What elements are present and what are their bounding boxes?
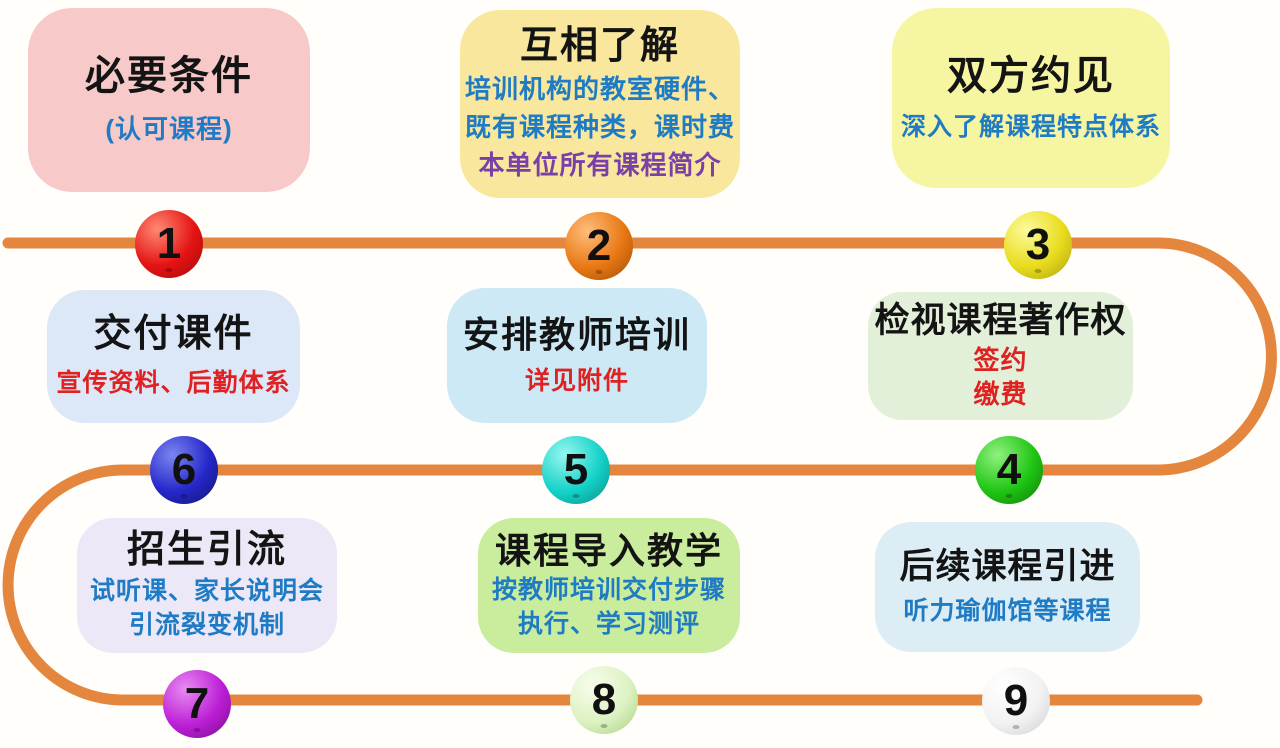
step-6-number: 6: [171, 445, 197, 494]
step-9-subtitle: 听力瑜伽馆等课程: [903, 596, 1112, 625]
step-box-6: 交付课件 宣传资料、后勤体系: [47, 290, 300, 423]
step-2-title: 互相了解: [519, 25, 680, 68]
step-marker-9: 9: [982, 667, 1050, 735]
snake-path-line: [2, 237, 1277, 706]
step-box-3: 双方约见 深入了解课程特点体系: [892, 8, 1170, 188]
step-8-subtitle-line-2: 执行、学习测评: [517, 610, 700, 639]
step-5-title: 安排教师培训: [462, 313, 691, 355]
step-6-title: 交付课件: [93, 313, 254, 356]
step-box-7: 招生引流 试听课、家长说明会 引流裂变机制: [77, 518, 337, 653]
step-marker-8: 8: [570, 666, 638, 734]
step-8-title: 课程导入教学: [494, 530, 723, 572]
step-marker-2: 2: [565, 212, 633, 280]
step-box-1: 必要条件 (认可课程): [28, 8, 310, 192]
step-4-number: 4: [996, 445, 1022, 494]
step-7-number: 7: [184, 679, 210, 728]
step-box-4: 检视课程著作权 签约 缴费: [868, 292, 1133, 420]
step-2-subtitle-line-2: 既有课程种类，课时费: [464, 111, 735, 142]
step-marker-1: 1: [135, 210, 203, 278]
step-4-title: 检视课程著作权: [874, 301, 1127, 341]
step-9-title: 后续课程引进: [899, 546, 1116, 586]
step-2-subtitle-line-3: 本单位所有课程简介: [478, 149, 722, 180]
step-3-title: 双方约见: [947, 53, 1115, 98]
step-3-subtitle: 深入了解课程特点体系: [900, 112, 1161, 141]
step-box-2: 互相了解 培训机构的教室硬件、 既有课程种类，课时费 本单位所有课程简介: [460, 10, 740, 198]
step-8-number: 8: [591, 675, 617, 724]
step-marker-6: 6: [150, 436, 218, 504]
step-1-number: 1: [156, 219, 182, 268]
step-2-subtitle-line-1: 培训机构的教室硬件、: [464, 74, 735, 105]
step-7-title: 招生引流: [126, 529, 287, 572]
step-marker-4: 4: [975, 436, 1043, 504]
step-1-title: 必要条件: [85, 54, 253, 99]
step-marker-5: 5: [542, 436, 610, 504]
step-7-subtitle-line-2: 引流裂变机制: [128, 611, 285, 640]
step-1-subtitle: (认可课程): [105, 114, 233, 145]
step-marker-3: 3: [1004, 211, 1072, 279]
step-9-number: 9: [1003, 676, 1029, 725]
step-5-subtitle: 详见附件: [524, 366, 629, 395]
step-marker-7: 7: [163, 670, 231, 738]
step-2-number: 2: [586, 221, 612, 270]
step-box-5: 安排教师培训 详见附件: [447, 288, 707, 423]
step-5-number: 5: [563, 445, 589, 494]
step-8-subtitle-line-1: 按教师培训交付步骤: [491, 575, 726, 604]
step-3-number: 3: [1025, 220, 1051, 269]
step-4-subtitle-line-2: 缴费: [973, 379, 1028, 410]
step-6-subtitle: 宣传资料、后勤体系: [56, 369, 291, 398]
step-4-subtitle-line-1: 签约: [973, 344, 1028, 375]
step-box-8: 课程导入教学 按教师培训交付步骤 执行、学习测评: [478, 518, 740, 653]
step-box-9: 后续课程引进 听力瑜伽馆等课程: [875, 522, 1140, 652]
step-7-subtitle-line-1: 试听课、家长说明会: [89, 576, 324, 605]
